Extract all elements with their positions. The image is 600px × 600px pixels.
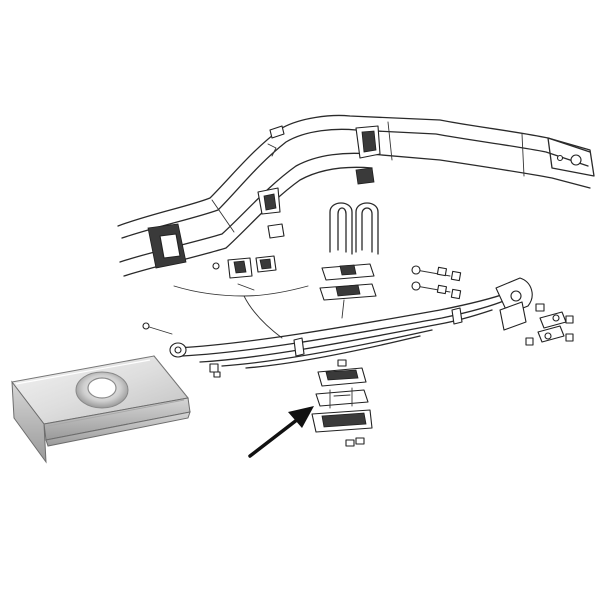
leaf-spring-pack	[169, 277, 533, 369]
frame-clips	[267, 167, 375, 239]
nuts	[209, 266, 574, 447]
u-bolt	[329, 202, 379, 255]
spring-shackle	[537, 311, 567, 343]
spring-plate-lower	[311, 367, 373, 433]
shackle-mount-front	[212, 255, 277, 291]
highlighted-spring-plate	[11, 355, 191, 464]
eye-bolts	[142, 265, 451, 335]
pointer-arrow	[248, 406, 314, 458]
leader-lines	[173, 285, 309, 339]
chassis-frame-rail	[117, 114, 595, 277]
spring-plate-upper	[319, 263, 377, 319]
